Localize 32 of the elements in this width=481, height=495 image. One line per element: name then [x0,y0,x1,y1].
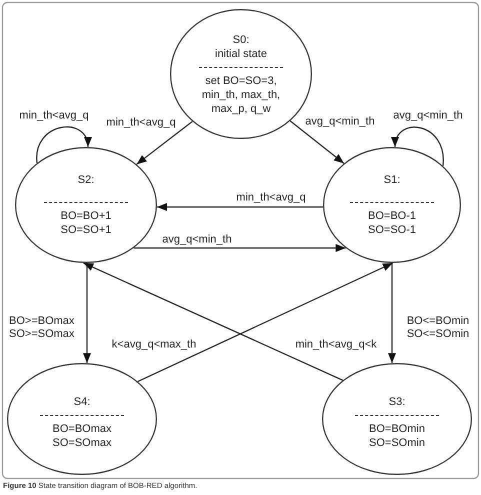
state-actions: BO=BO-1 SO=SO-1 [367,209,417,237]
transition-arrow [137,262,394,382]
state-actions: BO=BOmax SO=SOmax [52,422,112,450]
state-title: S0: [232,32,250,46]
state-ellipse [322,363,472,475]
transition-arrow [83,262,344,381]
state-title: S4: [74,394,90,408]
state-title: S1: [384,173,400,187]
edge-label: min_th<avg_q [18,110,90,122]
state-actions: set BO=SO=3, min_th, max_th, max_p, q_w [200,74,282,116]
state-ellipse [7,363,157,475]
edge-label: min_th<avg_q [105,116,177,130]
transition-arrow [388,263,396,364]
state-actions: BO=BOmin SO=SOmin [368,422,426,450]
edge-label: min_th<avg_q<k [294,338,378,352]
self-loop-arrow [36,126,90,164]
transition-arrow [290,120,344,164]
state-ellipse [15,147,157,263]
state-title: S2: [78,173,94,187]
state-title: initial state [215,46,267,60]
edge-label: avg_q<min_th [392,110,464,122]
state-actions: BO=BO+1 SO=SO+1 [60,209,112,237]
transition-arrow [136,120,193,165]
edge-label: avg_q<min_th [304,116,376,128]
edge-label: k<avg_q<max_th [110,338,198,352]
self-loop-arrow [392,126,444,166]
transition-arrow [134,244,346,252]
edge-label: avg_q<min_th [161,234,233,246]
transition-arrow [156,203,324,211]
edge-label: min_th<avg_q [235,192,307,204]
state-ellipse [323,147,461,263]
state-title: S3: [388,394,406,408]
